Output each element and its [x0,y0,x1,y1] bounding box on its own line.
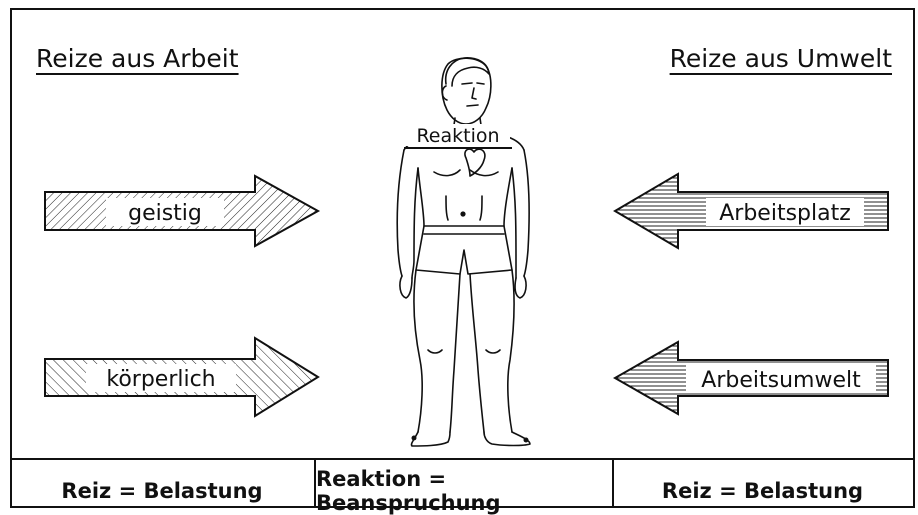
footer-left-cell: Reiz = Belastung [10,460,316,508]
figure-toe-left [412,436,417,441]
reaction-label: Reaktion [416,125,499,147]
footer-table: Reiz = Belastung Reaktion = Beanspruchun… [10,458,915,508]
arrow-label-geistig: geistig [128,201,202,226]
arrow-geistig: geistig [45,176,318,246]
reaction-label-group: Reaktion [404,124,512,148]
footer-center-cell: Reaktion = Beanspruchung [316,460,614,508]
arrow-arbeitsumwelt: Arbeitsumwelt [615,342,888,414]
arrow-arbeitsplatz: Arbeitsplatz [615,174,888,248]
footer-right-cell: Reiz = Belastung [614,460,911,508]
arrow-label-arbeitsumwelt: Arbeitsumwelt [701,368,861,393]
arrow-label-arbeitsplatz: Arbeitsplatz [719,201,851,226]
figure-toe-right [524,438,529,443]
human-figure [397,58,530,446]
arrow-koerperlich: körperlich [45,338,318,416]
arrow-label-koerperlich: körperlich [106,367,215,392]
